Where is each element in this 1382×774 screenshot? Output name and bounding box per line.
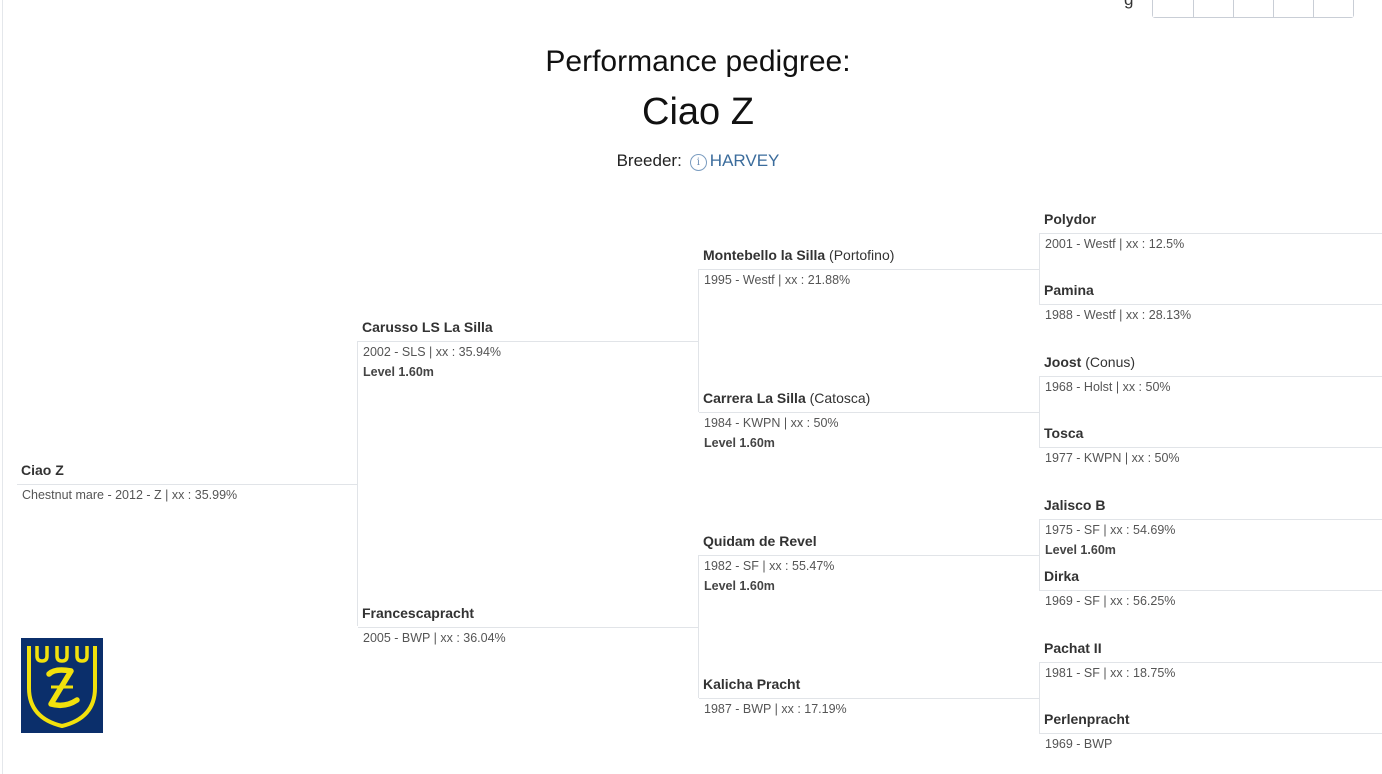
horse-info: 1981 - SF | xx : 18.75% [1045, 666, 1176, 680]
horse-name-link[interactable]: Pachat II [1044, 640, 1102, 656]
horse-info: 1977 - KWPN | xx : 50% [1045, 451, 1180, 465]
generation-option[interactable] [1193, 0, 1233, 17]
horse-info: 1982 - SF | xx : 55.47% [704, 559, 835, 573]
horse-name-link[interactable]: Perlenpracht [1044, 711, 1130, 727]
node-underline [699, 555, 1039, 556]
level-badge: Level 1.60m [704, 436, 775, 450]
horse-name-link[interactable]: Dirka [1044, 568, 1080, 584]
horse-info: 2001 - Westf | xx : 12.5% [1045, 237, 1185, 251]
horse-name-link[interactable]: Tosca [1044, 425, 1084, 441]
horse-name-heading: Ciao Z [642, 91, 754, 133]
node-underline [1040, 733, 1382, 734]
horse-info: 1995 - Westf | xx : 21.88% [704, 273, 851, 287]
pedigree-connector [698, 269, 699, 412]
horse-info: 1969 - BWP [1045, 737, 1113, 751]
node-underline [699, 412, 1039, 413]
level-badge: Level 1.60m [704, 579, 775, 593]
horse-name-link[interactable]: Jalisco B [1044, 497, 1106, 513]
horse-name[interactable]: Montebello la Silla [703, 247, 826, 263]
node-underline [1040, 447, 1382, 448]
horse-name-link[interactable]: Kalicha Pracht [703, 676, 801, 692]
generation-option[interactable] [1233, 0, 1273, 17]
level-badge: Level 1.60m [363, 365, 434, 379]
generation-option[interactable] [1273, 0, 1313, 17]
breeder-link[interactable]: HARVEY [709, 151, 780, 170]
node-underline [17, 484, 357, 485]
horse-info: 1975 - SF | xx : 54.69% [1045, 523, 1176, 537]
horse-name-link[interactable]: Quidam de Revel [703, 533, 817, 549]
node-underline [358, 627, 698, 628]
horse-name-link[interactable]: Joost (Conus) [1044, 354, 1135, 370]
horse-sire-note: (Conus) [1085, 354, 1136, 370]
pedigree-connector [1039, 519, 1040, 591]
level-badge: Level 1.60m [1045, 543, 1116, 557]
horse-sire-note: (Catosca) [809, 390, 871, 406]
pedigree-connector [1039, 233, 1040, 305]
breeder-label: Breeder: [616, 151, 682, 170]
node-underline [1040, 233, 1382, 234]
horse-info: 1969 - SF | xx : 56.25% [1045, 594, 1176, 608]
node-underline [1040, 376, 1382, 377]
horse-name-link[interactable]: Francescapracht [362, 605, 475, 621]
horse-info: 2005 - BWP | xx : 36.04% [363, 631, 506, 645]
page-title: Performance pedigree: [545, 45, 851, 78]
horse-name[interactable]: Carrera La Silla [703, 390, 806, 406]
horse-info: 2002 - SLS | xx : 35.94% [363, 345, 502, 359]
horse-name-link[interactable]: Ciao Z [21, 462, 64, 478]
horse-info: 1968 - Holst | xx : 50% [1045, 380, 1171, 394]
horse-info: 1984 - KWPN | xx : 50% [704, 416, 839, 430]
node-underline [1040, 590, 1382, 591]
node-underline [358, 341, 698, 342]
node-underline [1040, 662, 1382, 663]
zangersheide-logo [21, 638, 103, 733]
horse-name-link[interactable]: Pamina [1044, 282, 1094, 298]
pedigree-connector [1039, 376, 1040, 448]
pedigree-connector [1039, 662, 1040, 734]
node-underline [699, 698, 1039, 699]
horse-name-link[interactable]: Carrera La Silla (Catosca) [703, 390, 870, 406]
generation-option[interactable] [1153, 0, 1193, 17]
pedigree-connector [698, 555, 699, 698]
node-underline [1040, 304, 1382, 305]
horse-name-link[interactable]: Montebello la Silla (Portofino) [703, 247, 894, 263]
pedigree-connector [357, 341, 358, 626]
horse-sire-note: (Portofino) [829, 247, 895, 263]
info-icon[interactable]: i [689, 154, 707, 171]
horse-name-link[interactable]: Polydor [1044, 211, 1097, 227]
toolbar-label: g [1124, 0, 1133, 10]
generation-selector [1152, 0, 1354, 18]
node-underline [1040, 519, 1382, 520]
horse-name-link[interactable]: Carusso LS La Silla [362, 319, 493, 335]
horse-name[interactable]: Joost [1044, 354, 1082, 370]
horse-info: Chestnut mare - 2012 - Z | xx : 35.99% [22, 488, 238, 502]
horse-info: 1988 - Westf | xx : 28.13% [1045, 308, 1192, 322]
generation-option[interactable] [1313, 0, 1353, 17]
page-left-border [2, 0, 3, 774]
node-underline [699, 269, 1039, 270]
horse-info: 1987 - BWP | xx : 17.19% [704, 702, 847, 716]
